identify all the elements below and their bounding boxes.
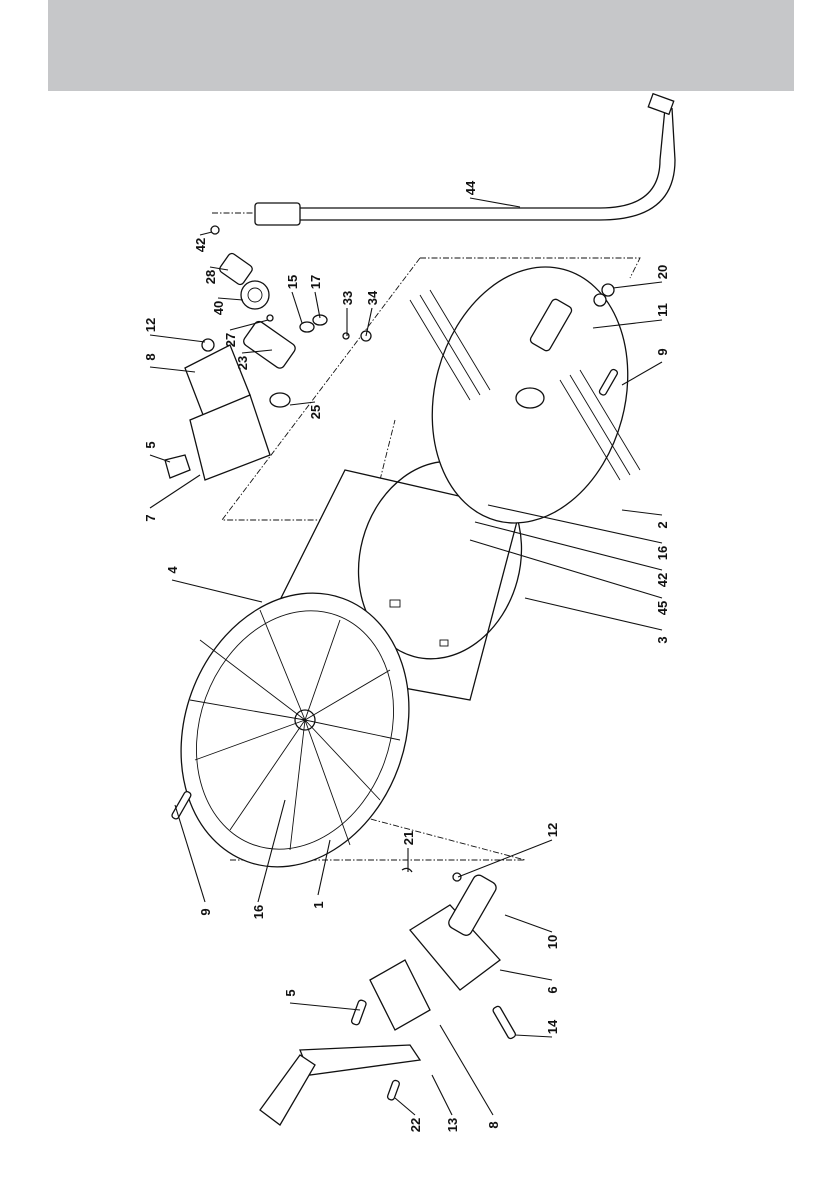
callout-14: 14 [545, 1019, 560, 1034]
leader-line-14 [514, 1034, 553, 1038]
leader-line-5 [289, 1002, 361, 1011]
leader-line-28 [209, 266, 229, 271]
left-disc-part [180, 592, 410, 868]
leader-line-8 [149, 366, 196, 373]
callout-34: 34 [365, 290, 380, 305]
leader-line-5 [149, 454, 171, 463]
callout-15: 15 [285, 275, 300, 289]
callout-10: 10 [545, 935, 560, 949]
callout-11: 11 [655, 303, 670, 317]
leader-line-9 [174, 804, 206, 903]
fitting-assembly [164, 225, 372, 481]
callout-17: 17 [308, 275, 323, 289]
callout-25: 25 [308, 405, 323, 419]
callout-9: 9 [198, 908, 213, 915]
callout-2: 2 [655, 521, 670, 528]
callout-42: 42 [193, 238, 208, 252]
leader-line-22 [394, 1097, 416, 1116]
leader-line-25 [289, 401, 316, 406]
callout-12: 12 [545, 823, 560, 837]
callout-40: 40 [211, 301, 226, 315]
callout-23: 23 [235, 356, 250, 370]
leader-line-11 [592, 319, 663, 329]
callout-6: 6 [545, 986, 560, 993]
callout-22: 22 [408, 1118, 423, 1132]
leader-line-23 [241, 349, 273, 354]
leader-line-4 [171, 579, 263, 603]
callout-3: 3 [655, 636, 670, 643]
callout-4: 4 [165, 566, 180, 574]
leader-line-8 [439, 1024, 494, 1116]
callout-7: 7 [143, 514, 158, 521]
assembly-line-right [221, 257, 641, 521]
callout-33: 33 [340, 291, 355, 305]
leader-line-42 [199, 231, 213, 236]
right-disc-part [409, 266, 641, 524]
callout-45: 45 [655, 601, 670, 615]
callout-13: 13 [445, 1118, 460, 1132]
callout-8: 8 [486, 1121, 501, 1128]
leader-line-27 [229, 319, 269, 331]
leader-line-13 [431, 1074, 453, 1116]
callout-16: 16 [655, 546, 670, 560]
leader-line-20 [612, 281, 663, 289]
screw-9-right [598, 368, 619, 396]
leader-line-1 [317, 839, 331, 896]
leader-line-34 [365, 307, 373, 337]
leader-line-2 [621, 509, 663, 516]
leader-line-12 [149, 334, 206, 343]
callout-1: 1 [311, 901, 326, 908]
leader-line-3 [524, 597, 663, 631]
callout-20: 20 [655, 265, 670, 279]
callout-8: 8 [143, 353, 158, 360]
leader-line-42 [474, 521, 663, 571]
leader-line-44 [469, 197, 521, 208]
screw-9-left [171, 790, 192, 820]
leader-line-17 [314, 291, 321, 319]
callout-28: 28 [203, 270, 218, 284]
callout-9: 9 [655, 348, 670, 355]
hose-part [254, 92, 676, 226]
callout-21: 21 [401, 831, 416, 845]
leader-line-12 [457, 839, 553, 878]
callout-12: 12 [143, 318, 158, 332]
leader-line-7 [149, 474, 201, 509]
callout-44: 44 [463, 180, 478, 195]
leader-line-6 [499, 969, 553, 981]
leader-line-40 [217, 297, 244, 301]
callout-27: 27 [223, 333, 238, 347]
callout-42: 42 [655, 573, 670, 587]
leader-line-16 [257, 799, 286, 903]
crank-assembly [259, 867, 517, 1126]
callout-5: 5 [143, 441, 158, 448]
leader-line-45 [469, 539, 663, 599]
callout-5: 5 [283, 989, 298, 996]
leader-line-15 [291, 291, 303, 324]
header-band [48, 0, 794, 91]
leader-line-9 [621, 361, 663, 386]
leader-line-16 [487, 504, 663, 544]
callout-16: 16 [251, 905, 266, 919]
leader-line-10 [504, 914, 553, 933]
